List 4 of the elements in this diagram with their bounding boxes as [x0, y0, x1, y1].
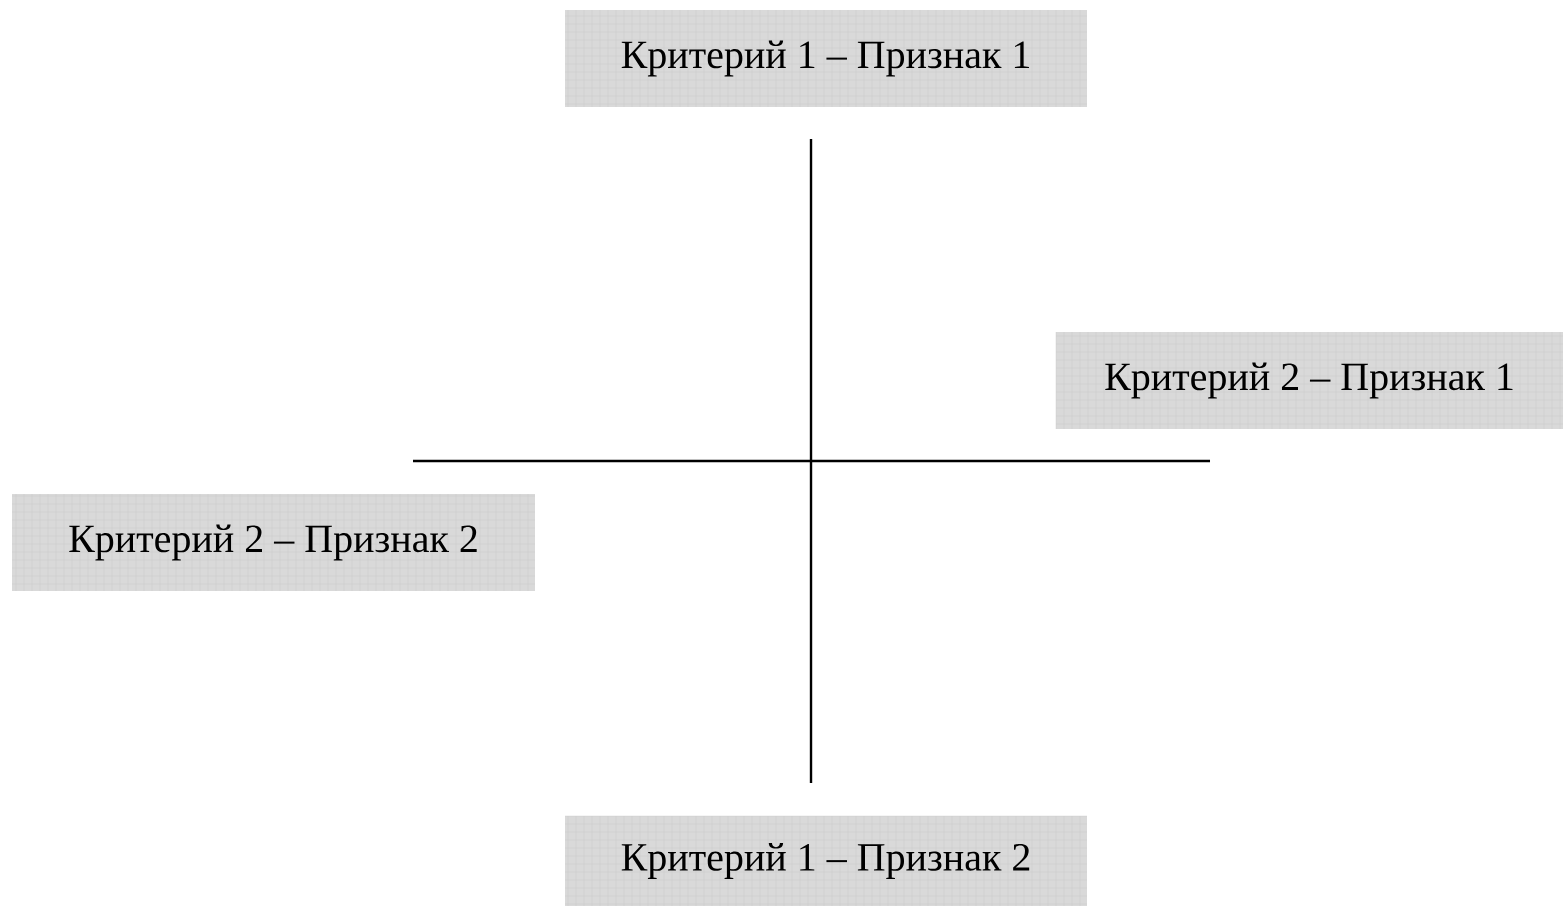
- label-box: Критерий 1 – Признак 2: [564, 815, 1088, 907]
- label-box: Критерий 1 – Признак 1: [564, 9, 1088, 108]
- label-box: Критерий 2 – Признак 2: [11, 493, 536, 592]
- label-box: Критерий 2 – Признак 1: [1055, 331, 1563, 430]
